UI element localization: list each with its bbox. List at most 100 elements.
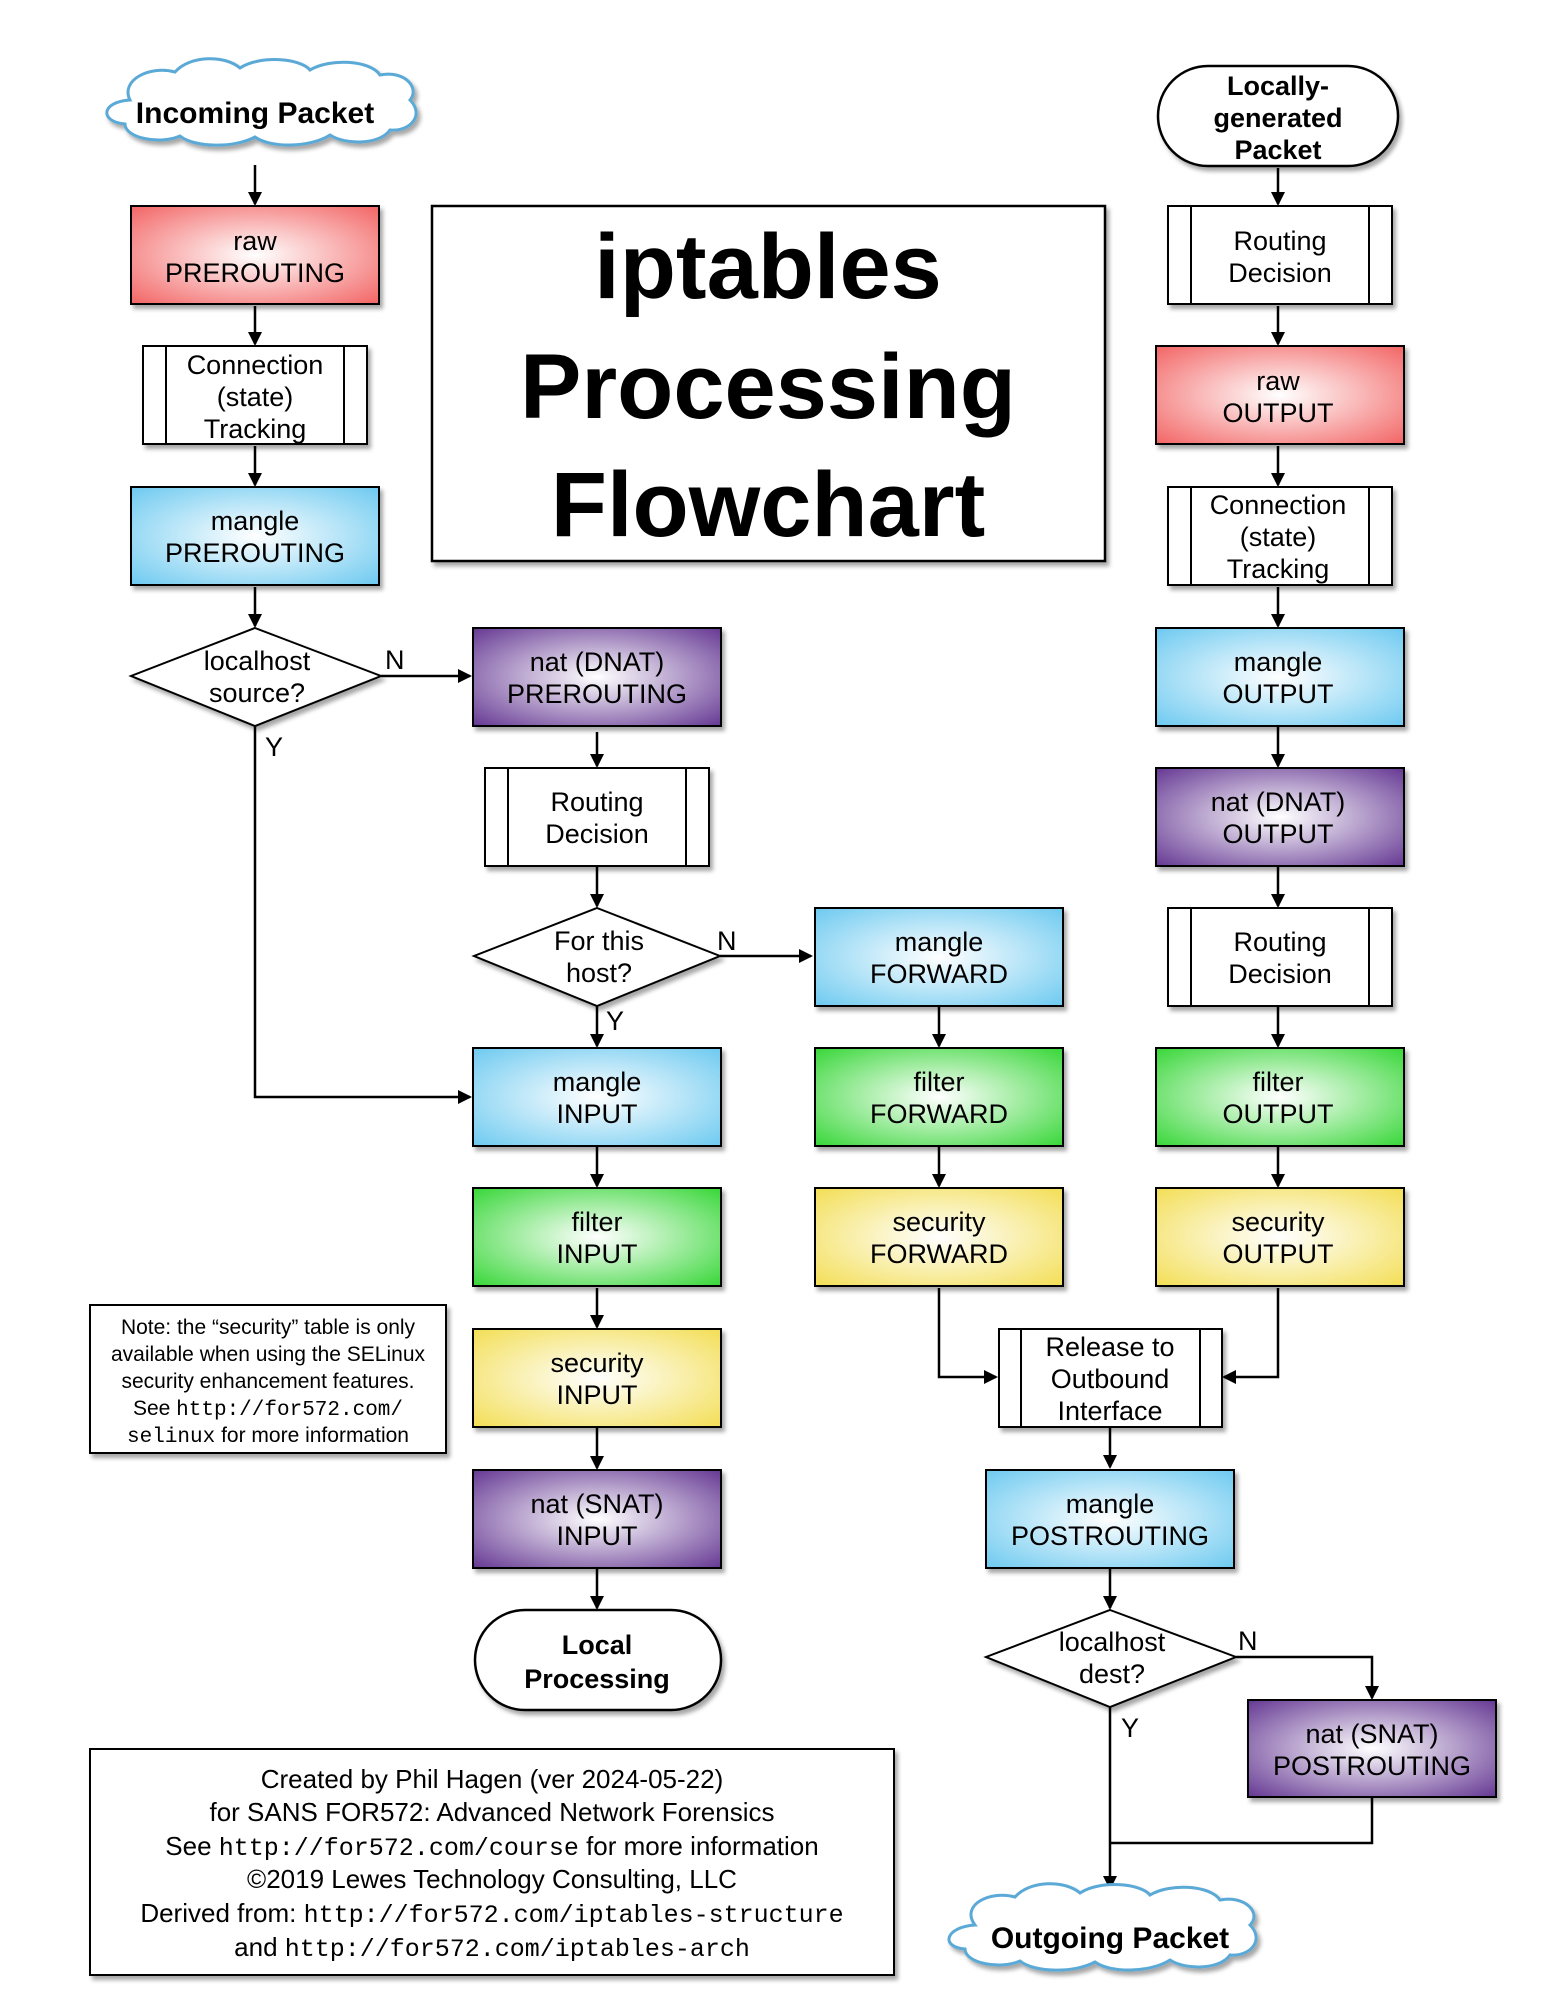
for-this-host-label-1: For this: [554, 926, 644, 956]
credits-line-3: See http://for572.com/course for more in…: [165, 1831, 818, 1863]
incoming-packet-cloud: Incoming Packet: [105, 57, 418, 147]
for-this-host-label-2: host?: [566, 958, 632, 988]
localhost-dest-label-2: dest?: [1079, 1659, 1145, 1689]
filter-output-label-1: filter: [1252, 1067, 1303, 1097]
edge-label-yes: Y: [1121, 1713, 1139, 1743]
local-processing-terminal: Local Processing: [473, 1608, 723, 1712]
incoming-packet-label: Incoming Packet: [136, 97, 374, 130]
locally-generated-label-2: generated: [1213, 103, 1342, 133]
mangle-prerouting-label-2: PREROUTING: [165, 538, 345, 568]
raw-output-node: raw OUTPUT: [1155, 345, 1405, 445]
nat-dnat-output-label-2: OUTPUT: [1223, 819, 1334, 849]
credits-line-1: Created by Phil Hagen (ver 2024-05-22): [261, 1764, 723, 1794]
mangle-output-label-1: mangle: [1234, 647, 1323, 677]
connection-tracking-out-label-1: Connection: [1210, 490, 1347, 520]
localhost-source-label-2: source?: [209, 678, 305, 708]
release-outbound-label-2: Outbound: [1051, 1364, 1170, 1394]
title-box: iptables Processing Flowchart: [430, 204, 1107, 563]
note-line-5: selinux for more information: [127, 1424, 409, 1449]
security-forward-label-1: security: [892, 1207, 986, 1237]
edge-label-yes: Y: [606, 1006, 624, 1036]
connection-tracking-in-label-3: Tracking: [204, 414, 307, 444]
raw-prerouting-label-1: raw: [233, 226, 277, 256]
routing-decision-out-node: Routing Decision: [1167, 205, 1393, 305]
title-line-2: Processing: [520, 336, 1016, 438]
routing-decision-out-label-1: Routing: [1233, 226, 1326, 256]
security-input-label-1: security: [550, 1348, 644, 1378]
security-input-label-2: INPUT: [557, 1380, 638, 1410]
filter-input-label-2: INPUT: [557, 1239, 638, 1269]
routing-decision-out-label-2: Decision: [1228, 258, 1332, 288]
nat-dnat-output-label-1: nat (DNAT): [1211, 787, 1346, 817]
nat-snat-input-label-1: nat (SNAT): [530, 1489, 663, 1519]
connection-tracking-out-label-3: Tracking: [1227, 554, 1330, 584]
routing-decision-out2-label-2: Decision: [1228, 959, 1332, 989]
local-processing-label-2: Processing: [524, 1664, 670, 1694]
filter-forward-label-1: filter: [913, 1067, 964, 1097]
localhost-dest-label-1: localhost: [1059, 1627, 1166, 1657]
filter-forward-label-2: FORWARD: [870, 1099, 1008, 1129]
mangle-forward-label-2: FORWARD: [870, 959, 1008, 989]
locally-generated-label-3: Packet: [1234, 135, 1321, 165]
edge-label-no: N: [717, 926, 737, 956]
locally-generated-label-1: Locally-: [1227, 71, 1329, 101]
local-processing-label-1: Local: [562, 1630, 633, 1660]
routing-decision-out2-label-1: Routing: [1233, 927, 1326, 957]
mangle-input-node: mangle INPUT: [472, 1047, 722, 1147]
security-forward-label-2: FORWARD: [870, 1239, 1008, 1269]
nat-snat-input-node: nat (SNAT) INPUT: [472, 1469, 722, 1569]
connection-tracking-out-label-2: (state): [1240, 522, 1317, 552]
raw-output-label-1: raw: [1256, 366, 1300, 396]
credits-line-2: for SANS FOR572: Advanced Network Forens…: [209, 1797, 774, 1827]
credits-line-5: Derived from: http://for572.com/iptables…: [140, 1898, 843, 1930]
mangle-prerouting-node: mangle PREROUTING: [130, 486, 380, 586]
mangle-output-node: mangle OUTPUT: [1155, 627, 1405, 727]
raw-output-label-2: OUTPUT: [1223, 398, 1334, 428]
raw-prerouting-label-2: PREROUTING: [165, 258, 345, 288]
note-line-1: Note: the “security” table is only: [121, 1316, 416, 1339]
note-line-2: available when using the SELinux: [111, 1343, 426, 1366]
title-line-1: iptables: [594, 216, 942, 318]
mangle-forward-node: mangle FORWARD: [814, 907, 1064, 1007]
mangle-postrouting-node: mangle POSTROUTING: [985, 1469, 1235, 1569]
routing-decision-in-label-1: Routing: [550, 787, 643, 817]
mangle-postrouting-label-1: mangle: [1066, 1489, 1155, 1519]
filter-forward-node: filter FORWARD: [814, 1047, 1064, 1147]
filter-input-label-1: filter: [571, 1207, 622, 1237]
selinux-note: Note: the “security” table is only avail…: [89, 1304, 447, 1454]
connection-tracking-in-label-1: Connection: [187, 350, 324, 380]
release-outbound-label-3: Interface: [1057, 1396, 1162, 1426]
connection-tracking-out-node: Connection (state) Tracking: [1167, 486, 1393, 586]
connection-tracking-in-node: Connection (state) Tracking: [142, 345, 368, 445]
mangle-postrouting-label-2: POSTROUTING: [1011, 1521, 1209, 1551]
security-forward-node: security FORWARD: [814, 1187, 1064, 1287]
nat-snat-input-label-2: INPUT: [557, 1521, 638, 1551]
connectors: [248, 165, 1379, 1890]
note-line-3: security enhancement features.: [122, 1370, 415, 1393]
outgoing-packet-label: Outgoing Packet: [991, 1922, 1229, 1955]
security-output-node: security OUTPUT: [1155, 1187, 1405, 1287]
nat-snat-postrouting-node: nat (SNAT) POSTROUTING: [1247, 1699, 1497, 1798]
localhost-dest-decision: localhost dest?: [983, 1608, 1239, 1709]
nat-dnat-prerouting-label-2: PREROUTING: [507, 679, 687, 709]
edge-label-yes: Y: [265, 732, 283, 762]
filter-output-node: filter OUTPUT: [1155, 1047, 1405, 1147]
outgoing-packet-cloud: Outgoing Packet: [947, 1882, 1258, 1972]
routing-decision-in-label-2: Decision: [545, 819, 649, 849]
nat-snat-postrouting-label-1: nat (SNAT): [1305, 1719, 1438, 1749]
security-output-label-2: OUTPUT: [1223, 1239, 1334, 1269]
mangle-output-label-2: OUTPUT: [1223, 679, 1334, 709]
nat-dnat-output-node: nat (DNAT) OUTPUT: [1155, 767, 1405, 867]
connection-tracking-in-label-2: (state): [217, 382, 294, 412]
credits-box: Created by Phil Hagen (ver 2024-05-22) f…: [89, 1748, 895, 1976]
edge-label-no: N: [1238, 1626, 1258, 1656]
nat-dnat-prerouting-node: nat (DNAT) PREROUTING: [472, 627, 722, 727]
raw-prerouting-node: raw PREROUTING: [130, 205, 380, 305]
security-input-node: security INPUT: [472, 1328, 722, 1428]
for-this-host-decision: For this host?: [471, 906, 723, 1008]
title-line-3: Flowchart: [551, 454, 985, 556]
mangle-forward-label-1: mangle: [895, 927, 984, 957]
edge-label-no: N: [385, 645, 405, 675]
release-outbound-label-1: Release to: [1045, 1332, 1174, 1362]
